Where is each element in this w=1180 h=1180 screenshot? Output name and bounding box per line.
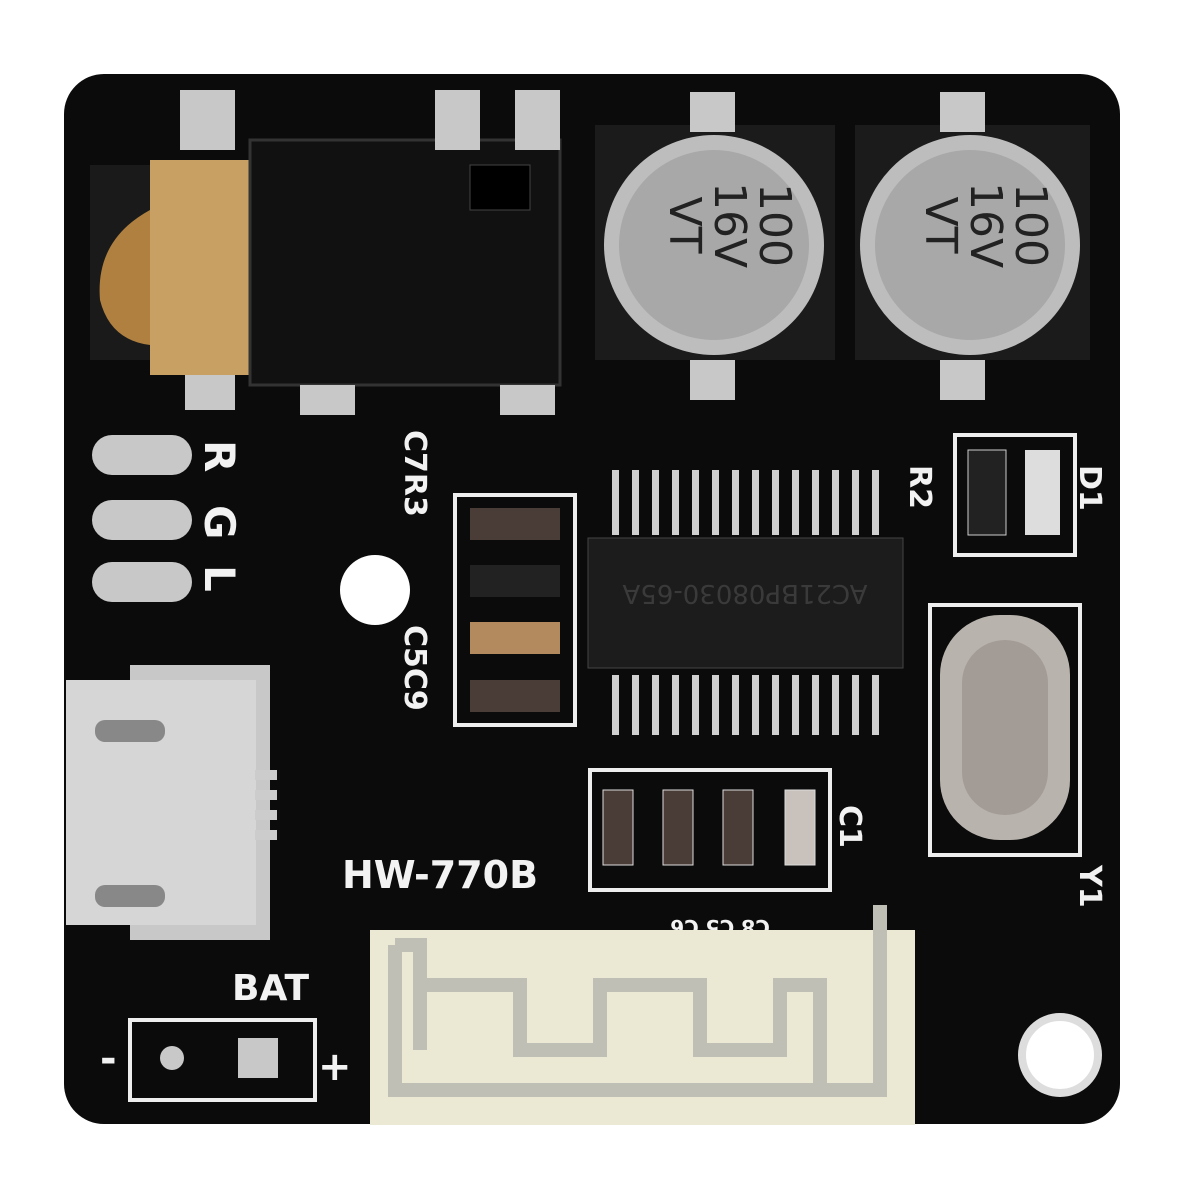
bottom-smd-caps (588, 768, 832, 892)
chip-pin (692, 675, 699, 735)
chip-pin (632, 470, 639, 535)
chip-pin (692, 470, 699, 535)
label-c1: C1 (832, 805, 867, 848)
label-c7r3: C7R3 (397, 430, 432, 517)
battery-plus: + (318, 1044, 352, 1090)
capacitor-series: VT (915, 197, 966, 254)
resistor-r2 (967, 449, 1007, 536)
chip-pin (652, 470, 659, 535)
r2-d1-outline (953, 433, 1077, 557)
chip-pin (772, 675, 779, 735)
audio-jack (90, 90, 562, 415)
chip-pin (612, 675, 619, 735)
bat-label: BAT (232, 968, 310, 1009)
audio-pads: R G L (92, 435, 244, 602)
capacitor-value: 100 (749, 183, 800, 267)
capacitor-voltage: 16V (704, 182, 755, 268)
chip-pin (872, 470, 879, 535)
chip-pin (652, 675, 659, 735)
mounting-hole (340, 555, 410, 625)
chip-pin (792, 675, 799, 735)
model-label: HW-770B (342, 853, 538, 897)
chip-pin (732, 470, 739, 535)
chip-pin (712, 470, 719, 535)
crystal-y1 (928, 603, 1082, 857)
capacitor-value: 100 (1005, 183, 1056, 267)
smd-components (453, 493, 577, 727)
label-l: L (195, 565, 244, 592)
chip-pin (852, 470, 859, 535)
chip-pin (872, 675, 879, 735)
mounting-hole (1018, 1013, 1102, 1097)
chip-pin (632, 675, 639, 735)
bluetooth-antenna (370, 905, 915, 1125)
micro-usb-port (66, 665, 277, 940)
chip-pin (752, 675, 759, 735)
chip-pin (832, 675, 839, 735)
led-d1 (1025, 450, 1060, 535)
chip-pin (732, 675, 739, 735)
capacitor-series: VT (659, 197, 710, 254)
chip-pin (792, 470, 799, 535)
chip-pin (712, 675, 719, 735)
chip-pin (612, 470, 619, 535)
battery-pads: - + (100, 1018, 352, 1102)
chip-pin (672, 675, 679, 735)
chip-pin (812, 675, 819, 735)
chip-pin (772, 470, 779, 535)
chip-pin (812, 470, 819, 535)
label-r: R (195, 440, 244, 472)
label-d1: D1 (1072, 465, 1107, 511)
chip-marking: AC21BP08030-65A (622, 578, 867, 608)
main-chip: AC21BP08030-65A (587, 470, 904, 735)
chip-pin (852, 675, 859, 735)
chip-pin (672, 470, 679, 535)
label-r2: R2 (902, 465, 937, 509)
capacitor-voltage: 16V (960, 182, 1011, 268)
capacitor-2: 100 16V VT (855, 92, 1090, 400)
chip-pin (752, 470, 759, 535)
label-y1: Y1 (1072, 864, 1107, 908)
label-c5c9: C5C9 (397, 625, 432, 711)
label-g: G (195, 505, 244, 539)
chip-pin (832, 470, 839, 535)
battery-minus: - (100, 1036, 117, 1082)
capacitor-1: 100 16V VT (595, 92, 835, 400)
